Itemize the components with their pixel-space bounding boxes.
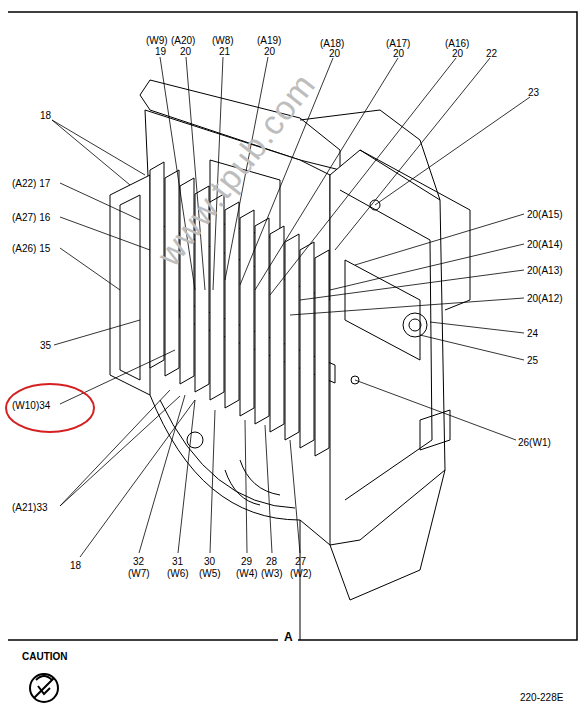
circuit-card — [255, 218, 269, 424]
circuit-card — [225, 202, 239, 408]
callout-number: 24 — [527, 328, 538, 339]
circuit-card — [240, 210, 254, 416]
callout-number: 31 — [172, 556, 183, 567]
callout-number: 20 — [264, 46, 275, 57]
callout-number: 28 — [266, 556, 277, 567]
callout-number: (W8) — [212, 35, 234, 46]
callout-number: (W6) — [167, 568, 189, 579]
callout-number: (W5) — [199, 568, 221, 579]
callout-number: 18 — [70, 560, 81, 571]
callout-number: (A17) — [386, 38, 410, 49]
callout-number: (A21)33 — [12, 502, 48, 513]
caution-label: CAUTION — [22, 651, 68, 662]
callout-number: 20(A12) — [527, 293, 563, 304]
callout-number: 19 — [155, 46, 166, 57]
callout-number: (W10)34 — [12, 400, 50, 411]
callout-number: (W2) — [290, 568, 312, 579]
circuit-card — [285, 234, 299, 440]
callout-number: 20 — [329, 48, 340, 59]
callout-number: 18 — [40, 110, 51, 121]
callout-number: 20(A14) — [527, 239, 563, 250]
callout-number: (W9) — [146, 35, 168, 46]
callout-number: 20 — [180, 46, 191, 57]
callout-number: (A26) 15 — [12, 243, 50, 254]
callout-number: 26(W1) — [518, 437, 551, 448]
circuit-card — [300, 242, 314, 448]
callout-number: 21 — [219, 46, 230, 57]
callout-number: 23 — [528, 87, 539, 98]
callout-number: 30 — [204, 556, 215, 567]
circuit-card — [165, 170, 179, 376]
callout-number: (A27) 16 — [12, 212, 50, 223]
callout-number: 20 — [452, 48, 463, 59]
circuit-card — [270, 226, 284, 432]
callout-number: (W4) — [236, 568, 258, 579]
callout-number: 20(A15) — [527, 209, 563, 220]
circuit-card — [315, 250, 329, 456]
callout-number: (A16) — [445, 38, 469, 49]
callout-number: 22 — [486, 48, 497, 59]
callout-number: (A19) — [257, 35, 281, 46]
callout-number: 25 — [527, 355, 538, 366]
circuit-card — [150, 162, 164, 368]
callout-number: 220-228E — [520, 692, 563, 703]
callout-number: (W3) — [261, 568, 283, 579]
callout-number: (A20) — [171, 35, 195, 46]
callout-number: 20 — [393, 48, 404, 59]
callout-number: (A22) 17 — [12, 178, 50, 189]
callout-number: (A18) — [320, 38, 344, 49]
callout-number: 32 — [133, 556, 144, 567]
callout-number: (W7) — [128, 568, 150, 579]
callout-number: 20(A13) — [527, 265, 563, 276]
callout-number: 35 — [40, 340, 51, 351]
callout-number: 27 — [295, 556, 306, 567]
callout-number: 29 — [241, 556, 252, 567]
view-label: A — [284, 632, 293, 643]
